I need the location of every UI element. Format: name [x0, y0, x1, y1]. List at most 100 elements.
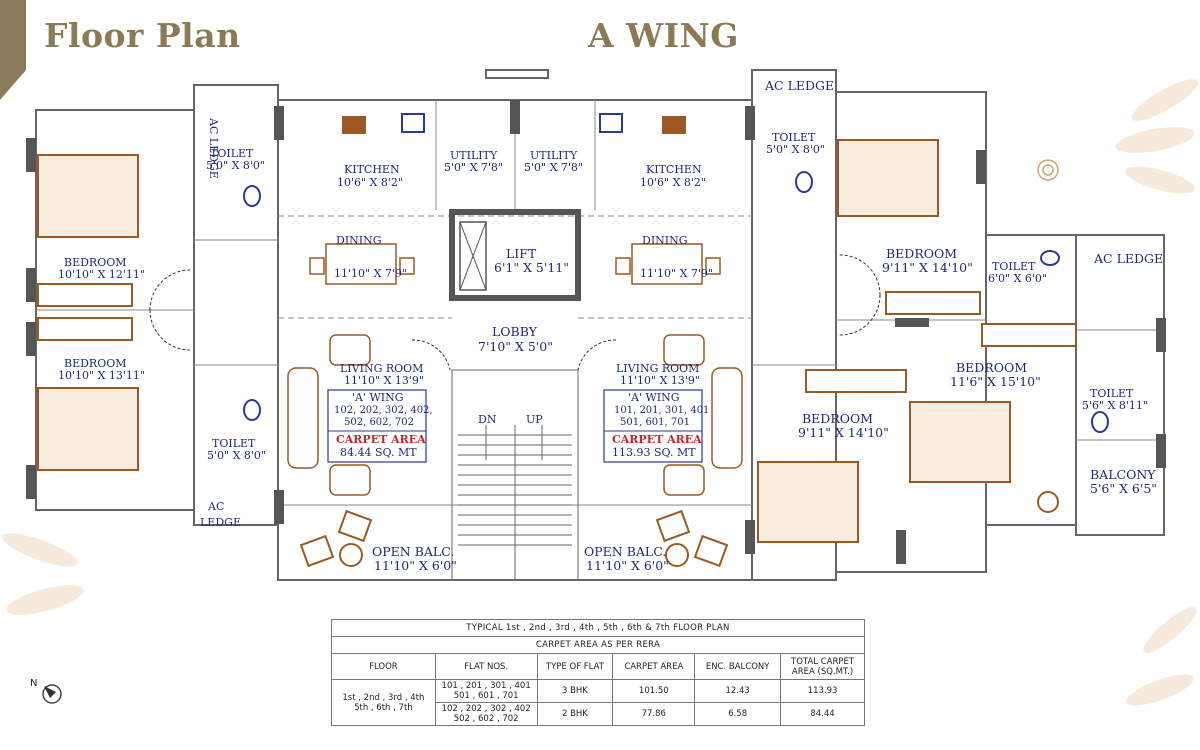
swirl-icon: [1037, 159, 1059, 181]
sink-icon: [243, 113, 1109, 433]
floor-plan-drawing: AC LEDGE AC LEDGE AC LEDGE AC LEDGE TOIL…: [26, 69, 1166, 581]
leaf-decoration-left: [2, 533, 84, 615]
table-cell-total: 113.93: [780, 679, 865, 703]
label-stair-up: UP: [526, 413, 543, 426]
label-open-balc-right-size: 11'10" X 6'0": [586, 558, 669, 573]
label-living-right: LIVING ROOM: [616, 362, 699, 375]
kitchen-fixtures: [342, 116, 686, 134]
compass-label: N: [30, 678, 37, 689]
flats-line: 101 , 201 , 301 , 401: [441, 681, 531, 691]
table-cell-flats: 102 , 202 , 302 , 402 502 , 602 , 702: [434, 702, 538, 726]
label-toilet-r3-size: 5'6" X 8'11": [1082, 399, 1148, 412]
label-toilet-r3: TOILET: [1090, 387, 1134, 400]
flat-left-area-value: 84.44 SQ. MT: [340, 446, 417, 459]
label-bedroom-l2-size: 10'10" X 13'11": [58, 369, 145, 382]
flat-right-wing: 'A' WING: [628, 391, 680, 404]
label-lobby-size: 7'10" X 5'0": [478, 339, 553, 354]
label-utility-left-size: 5'0" X 7'8": [444, 161, 503, 174]
door-swing: [149, 254, 881, 371]
label-utility-left: UTILITY: [450, 149, 498, 162]
flat-right-area-label: CARPET AREA: [612, 433, 702, 446]
label-ac-ledge-top-right: AC LEDGE: [764, 78, 834, 93]
label-open-balc-right: OPEN BALC.: [584, 544, 666, 559]
lift-shaft: [449, 209, 581, 301]
label-toilet-bl-size: 5'0" X 8'0": [207, 449, 266, 462]
table-header: CARPET AREA: [612, 653, 696, 680]
label-living-left: LIVING ROOM: [340, 362, 423, 375]
label-balcony-right-size: 5'6" X 6'5": [1090, 481, 1157, 496]
flat-left-wing: 'A' WING: [352, 391, 404, 404]
bed-furniture: [37, 139, 1011, 543]
compass-icon: N: [30, 678, 62, 704]
label-bedroom-r1-size: 9'11" X 14'10": [882, 260, 973, 275]
leaf-decoration-right: [1115, 79, 1199, 194]
table-cell-carpet: 77.86: [612, 702, 696, 726]
wardrobe: [37, 283, 1077, 393]
flat-left-numbers-2: 502, 602, 702: [344, 417, 414, 428]
page-title: Floor Plan: [44, 16, 241, 55]
label-kitchen-left: KITCHEN: [344, 163, 400, 176]
label-toilet-tr-size: 5'0" X 8'0": [766, 143, 825, 156]
table-row: 102 , 202 , 302 , 402 502 , 602 , 702 2 …: [332, 702, 865, 726]
table-cell-floor: 1st , 2nd , 3rd , 4th 5th , 6th , 7th: [331, 679, 436, 726]
label-balcony-right: BALCONY: [1090, 467, 1156, 482]
flats-line: 102 , 202 , 302 , 402: [441, 704, 531, 714]
label-open-balc-left-size: 11'10" X 6'0": [374, 558, 457, 573]
label-bedroom-l2: BEDROOM: [64, 357, 127, 370]
label-kitchen-right-size: 10'6" X 8'2": [640, 176, 706, 189]
column-blocks: [26, 100, 1166, 564]
flat-right-numbers-2: 501, 601, 701: [620, 417, 690, 428]
table-cell-type: 3 BHK: [536, 679, 614, 703]
floor-line-1: 1st , 2nd , 3rd , 4th: [342, 692, 425, 703]
label-utility-right-size: 5'0" X 7'8": [524, 161, 583, 174]
label-bedroom-r3: BEDROOM: [802, 411, 873, 426]
table-cell-type: 2 BHK: [536, 702, 614, 726]
label-living-right-size: 11'10" X 13'9": [620, 374, 700, 387]
table-title: TYPICAL 1st , 2nd , 3rd , 4th , 5th , 6t…: [331, 619, 865, 637]
table-header: FLOOR: [331, 653, 436, 680]
label-toilet-tr: TOILET: [772, 131, 816, 144]
label-bedroom-r2-size: 11'6" X 15'10": [950, 374, 1041, 389]
table-header: FLAT NOS.: [434, 653, 538, 680]
label-toilet-r2: TOILET: [992, 260, 1036, 273]
wing-title: A WING: [588, 16, 739, 55]
table-row: 1st , 2nd , 3rd , 4th 5th , 6th , 7th 10…: [331, 679, 865, 726]
label-dining-left: DINING: [336, 234, 382, 247]
label-toilet-bl: TOILET: [212, 437, 256, 450]
label-ac-ledge-left: AC LEDGE: [207, 117, 220, 179]
label-stair-dn: DN: [478, 413, 497, 426]
table-header: TYPE OF FLAT: [536, 653, 614, 680]
floor-line-2: 5th , 6th , 7th: [354, 702, 413, 713]
flat-info-left: 'A' WING 102, 202, 302, 402, 502, 602, 7…: [327, 389, 433, 463]
staircase: [451, 369, 579, 581]
table-subtitle: CARPET AREA AS PER RERA: [331, 636, 865, 654]
table-cell-flats: 101 , 201 , 301 , 401 501 , 601 , 701: [434, 679, 538, 703]
label-lift: LIFT: [506, 246, 537, 261]
table-cell-carpet: 101.50: [612, 679, 696, 703]
label-bedroom-r2: BEDROOM: [956, 360, 1027, 375]
label-toilet-tl-size: 5'0" X 8'0": [206, 159, 265, 172]
label-open-balc-left: OPEN BALC.: [372, 544, 454, 559]
label-kitchen-left-size: 10'6" X 8'2": [337, 176, 403, 189]
label-bedroom-r1: BEDROOM: [886, 246, 957, 261]
label-toilet-r2-size: 6'0" X 6'0": [988, 272, 1047, 285]
leaf-decoration-bottom-right: [1125, 607, 1197, 706]
table-header: ENC. BALCONY: [694, 653, 782, 680]
balcony-furniture: [299, 491, 1059, 568]
sofa: [287, 334, 743, 496]
label-dining-left-size: 11'10" X 7'9": [334, 267, 407, 280]
table-cell-balcony: 6.58: [694, 702, 782, 726]
table-header: TOTAL CARPET AREA (SQ.MT.): [780, 653, 865, 680]
table-cell-balcony: 12.43: [694, 679, 782, 703]
label-lift-size: 6'1" X 5'11": [494, 260, 569, 275]
room-labels: AC LEDGE AC LEDGE AC LEDGE AC LEDGE TOIL…: [58, 78, 1163, 573]
label-toilet-tl: TOILET: [210, 147, 254, 160]
label-bedroom-l1: BEDROOM: [64, 256, 127, 269]
flat-left-numbers-1: 102, 202, 302, 402,: [334, 405, 433, 416]
label-utility-right: UTILITY: [530, 149, 578, 162]
label-ac-ledge-bottom-2: LEDGE: [200, 516, 241, 529]
flat-right-area-value: 113.93 SQ. MT: [612, 446, 696, 459]
carpet-area-table: TYPICAL 1st , 2nd , 3rd , 4th , 5th , 6t…: [331, 619, 865, 726]
flats-line: 502 , 602 , 702: [453, 714, 519, 724]
table-cell-total: 84.44: [780, 702, 865, 726]
